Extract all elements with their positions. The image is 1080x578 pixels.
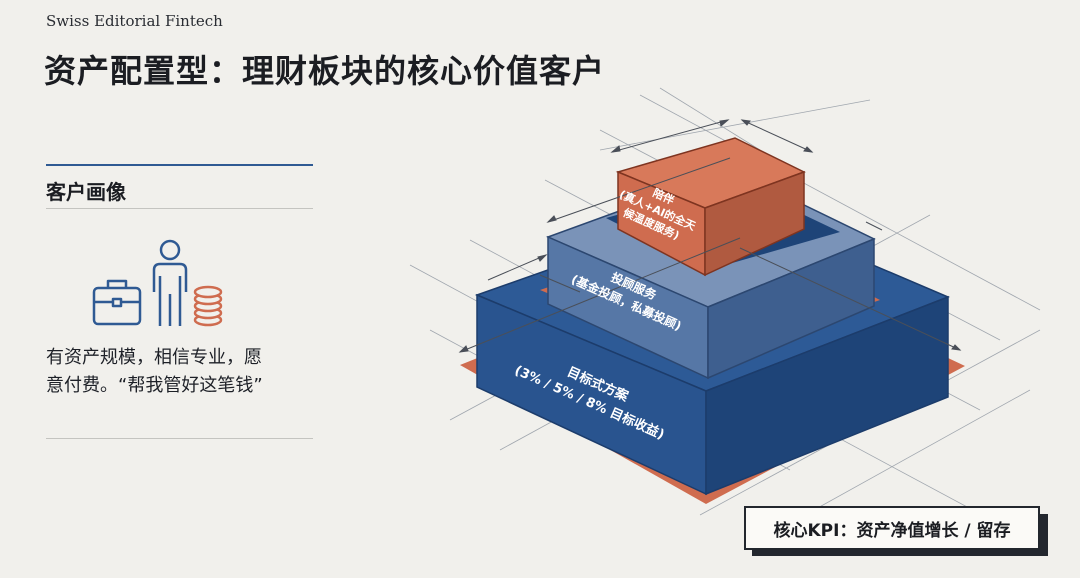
description-line-2: 意付费。“帮我管好这笔钱” — [46, 375, 263, 396]
kpi-box: 核心KPI：资产净值增长 / 留存 — [744, 506, 1040, 550]
section-bottom-rule — [46, 438, 313, 439]
page-title: 资产配置型：理财板块的核心价值客户 — [44, 52, 606, 90]
coin-stack-icon — [193, 285, 223, 327]
section-title: 客户画像 — [46, 180, 126, 204]
kpi-label: 核心KPI：资产净值增长 / 留存 — [773, 520, 1011, 541]
customer-persona-illustration — [92, 239, 223, 327]
section-top-rule — [46, 164, 313, 166]
dimension-arrows — [458, 119, 962, 353]
top-tier — [606, 137, 840, 277]
briefcase-icon — [92, 279, 142, 326]
section-divider — [46, 208, 313, 209]
customer-description: 有资产规模，相信专业，愿 意付费。“帮我管好这笔钱” — [46, 344, 316, 400]
brand-name: Swiss Editorial Fintech — [46, 12, 223, 30]
description-line-1: 有资产规模，相信专业，愿 — [46, 347, 262, 368]
person-icon — [152, 239, 188, 326]
